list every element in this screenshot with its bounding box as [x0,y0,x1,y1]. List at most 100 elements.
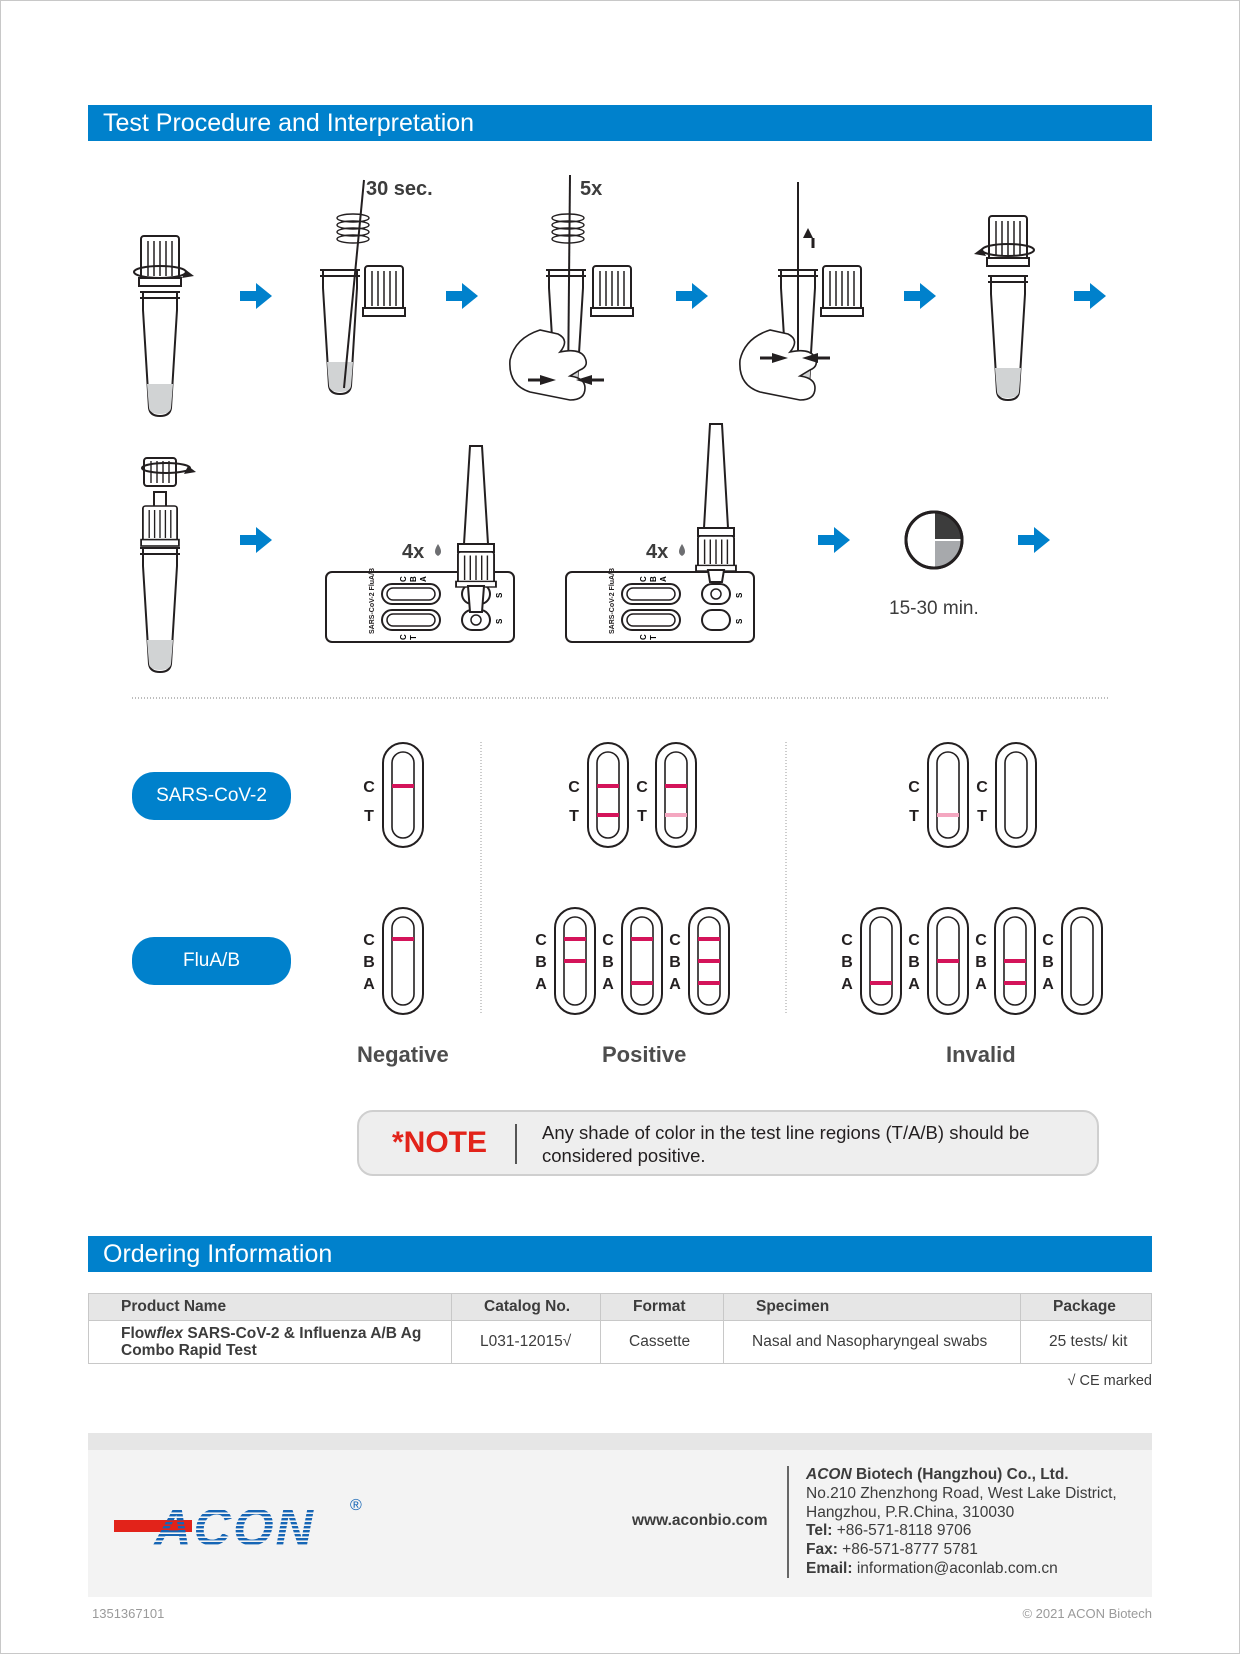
company-address-2: Hangzhou, P.R.China, 310030 [806,1503,1015,1521]
strip-label: A [908,976,920,993]
strip-label: B [363,954,375,971]
row-label-sars: SARS-CoV-2 [132,772,291,820]
test-line [698,959,720,963]
company-tel: Tel: +86-571-8118 9706 [806,1522,972,1540]
table-row: Flowflex SARS-CoV-2 & Influenza A/B Ag C… [88,1320,1152,1364]
test-line [564,937,586,941]
company-address-1: No.210 Zhenzhong Road, West Lake Distric… [806,1484,1117,1502]
strip-label: C [908,779,920,796]
note-title: *NOTE [392,1126,488,1159]
flu-invalid-strip-1: CBA [841,907,902,1015]
svg-text:C: C [639,634,648,640]
product-name-prefix: Flow [121,1325,157,1342]
strip-label: C [363,932,375,949]
svg-text:T: T [409,635,418,640]
svg-text:SARS-CoV-2 FluA/B: SARS-CoV-2 FluA/B [609,568,616,634]
cassette-1: SARS-CoV-2 FluA/B C B A C T S S [325,568,515,643]
strip-label: A [975,976,987,993]
test-line [698,937,720,941]
strip-label: A [841,976,853,993]
test-line [631,937,653,941]
svg-text:A: A [419,576,428,582]
format-cell: Cassette [600,1320,724,1364]
email-link[interactable]: information@aconlab.com.cn [852,1559,1058,1577]
flu-positive-strip-3: CBA [669,907,730,1015]
note-text: Any shade of color in the test line regi… [542,1122,1030,1166]
step-time-label: 30 sec. [366,178,433,200]
row-label-flu: FluA/B [132,937,291,985]
strip-label: A [602,976,614,993]
result-negative-label: Negative [357,1042,449,1067]
sars-invalid-strip-1: CT [908,742,969,848]
header-format: Format [600,1293,724,1321]
strip-label: T [364,808,374,825]
test-line [597,784,619,788]
svg-text:C: C [399,576,408,582]
svg-text:S: S [495,618,504,624]
strip-label: C [568,779,580,796]
step1-tube [133,235,194,417]
flu-invalid-strip-3: CBA [975,907,1036,1015]
test-line [937,959,959,963]
test-line [1004,959,1026,963]
procedure-illustration: 30 sec. 5x [132,174,1108,699]
test-line [665,784,687,788]
strip-label: C [363,779,375,796]
test-line [698,981,720,985]
catalog-cell: L031-12015√ [451,1320,601,1364]
test-line [665,813,687,817]
strip-label: T [909,808,919,825]
flu-invalid-strip-2: CBA [908,907,969,1015]
test-line [392,784,414,788]
strip-label: C [1042,932,1054,949]
note-divider [515,1124,517,1164]
drops-label-2: 4x [646,541,668,563]
svg-text:T: T [649,635,658,640]
strip-label: A [535,976,547,993]
strip-label: B [535,954,547,971]
result-positive-label: Positive [602,1042,687,1067]
step4-remove-swab [777,182,819,395]
package-cell: 25 tests/ kit [1020,1320,1152,1364]
step6-open-tip [139,457,196,673]
svg-text:B: B [649,576,658,582]
strip-label: C [669,932,681,949]
website-link[interactable]: www.aconbio.com [632,1512,768,1529]
document-id: 1351367101 [92,1606,165,1621]
strip-label: C [841,932,853,949]
svg-text:S: S [735,618,744,624]
header-product-name: Product Name [88,1293,452,1321]
svg-text:S: S [495,592,504,598]
strip-label: A [669,976,681,993]
company-info: ACON Biotech (Hangzhou) Co., Ltd. No.210… [806,1466,1117,1579]
procedure-section-title: Test Procedure and Interpretation [88,105,1152,141]
dropper-1 [455,445,497,613]
test-line [597,813,619,817]
footer [88,1433,1152,1597]
product-name-line2: Combo Rapid Test [121,1342,257,1359]
strip-label: A [363,976,375,993]
test-line [631,981,653,985]
footer-divider [787,1466,789,1578]
strip-label: C [535,932,547,949]
test-line [1004,981,1026,985]
strip-label: B [669,954,681,971]
strip-label: B [602,954,614,971]
sars-positive-strip-2: CT [636,742,697,848]
header-package: Package [1020,1293,1152,1321]
company-name: ACON Biotech (Hangzhou) Co., Ltd. [806,1466,1069,1483]
svg-text:S: S [735,592,744,598]
company-fax: Fax: +86-571-8777 5781 [806,1541,978,1559]
dropper-2 [695,423,737,583]
ordering-table: Product Name Catalog No. Format Specimen… [88,1293,1152,1364]
strip-label: B [975,954,987,971]
note-box: *NOTE Any shade of color in the test lin… [357,1110,1099,1176]
logo-wordmark: ACON [152,1499,315,1557]
strip-label: C [908,932,920,949]
svg-text:SARS-CoV-2 FluA/B: SARS-CoV-2 FluA/B [369,568,376,634]
strip-label: B [841,954,853,971]
flu-negative-strip: CBA [363,907,424,1015]
strip-label: C [602,932,614,949]
step-squeeze-label: 5x [580,178,602,200]
